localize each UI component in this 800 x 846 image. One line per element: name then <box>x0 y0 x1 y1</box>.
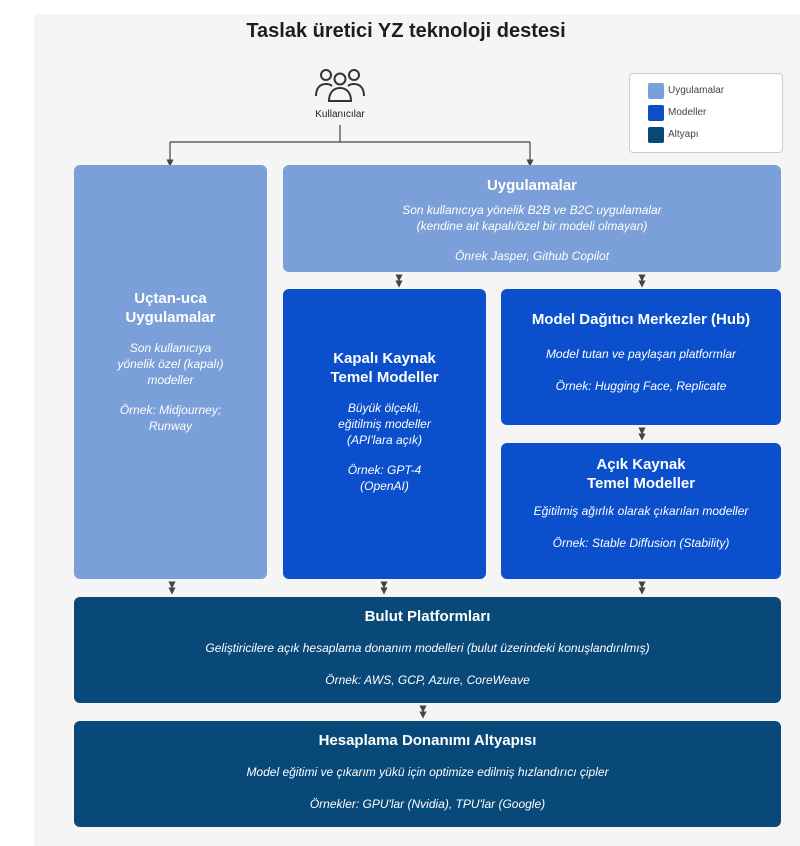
end-to-end-desc-1: Son kullanıcıya <box>129 341 212 355</box>
end-to-end-example-1: Örnek: Midjourney; <box>119 403 222 417</box>
users-label: Kullanıcılar <box>315 109 365 120</box>
model-hub-example: Örnek: Hugging Face, Replicate <box>555 379 727 393</box>
compute-hardware-desc: Model eğitimi ve çıkarım yükü için optim… <box>246 765 609 779</box>
model-hub-box: Model Dağıtıcı Merkezler (Hub) Model tut… <box>501 289 781 425</box>
end-to-end-desc-2: yönelik özel (kapalı) <box>117 357 224 371</box>
open-source-desc: Eğitilmiş ağırlık olarak çıkarılan model… <box>533 504 749 518</box>
users-node: Kullanıcılar <box>300 66 380 120</box>
compute-hardware-example: Örnekler: GPU'lar (Nvidia), TPU'lar (Goo… <box>309 797 546 811</box>
model-hub-desc: Model tutan ve paylaşan platformlar <box>545 347 737 361</box>
closed-source-example-2: (OpenAI) <box>360 479 409 493</box>
end-to-end-title-2: Uygulamalar <box>125 309 216 326</box>
legend-swatch-infrastructure <box>648 127 664 143</box>
end-to-end-apps-box: Uçtan-uca Uygulamalar Son kullanıcıya yö… <box>74 165 267 579</box>
legend-label-applications: Uygulamalar <box>668 85 725 96</box>
open-source-title-2: Temel Modeller <box>586 475 696 492</box>
cloud-platforms-box: Bulut Platformları Geliştiricilere açık … <box>74 597 781 703</box>
end-to-end-desc-3: modeller <box>147 373 194 387</box>
closed-source-title-1: Kapalı Kaynak <box>333 350 436 367</box>
compute-hardware-box: Hesaplama Donanımı Altyapısı Model eğiti… <box>74 721 781 827</box>
applications-box: Uygulamalar Son kullanıcıya yönelik B2B … <box>283 165 781 272</box>
closed-source-models-box: Kapalı Kaynak Temel Modeller Büyük ölçek… <box>283 289 486 579</box>
model-hub-title: Model Dağıtıcı Merkezler (Hub) <box>531 311 751 328</box>
legend-item-infrastructure <box>648 127 664 143</box>
closed-source-title-2: Temel Modeller <box>330 369 439 386</box>
cloud-platforms-example: Örnek: AWS, GCP, Azure, CoreWeave <box>325 673 530 687</box>
legend-label-infrastructure: Altyapı <box>668 129 699 140</box>
legend-item-models <box>648 105 664 121</box>
closed-source-desc-2: eğitilmiş modeller <box>338 417 431 431</box>
end-to-end-example-2: Runway <box>148 419 193 433</box>
legend: Uygulamalar Modeller Altyapı <box>629 73 783 153</box>
applications-desc-2: (kendine ait kapalı/özel bir modeli olma… <box>416 219 648 233</box>
legend-item-applications <box>648 83 664 99</box>
applications-desc-1: Son kullanıcıya yönelik B2B ve B2C uygul… <box>402 203 662 217</box>
open-source-title-1: Açık Kaynak <box>596 456 686 473</box>
cloud-platforms-desc: Geliştiricilere açık hesaplama donanım m… <box>205 641 650 655</box>
applications-title: Uygulamalar <box>486 177 578 194</box>
open-source-example: Örnek: Stable Diffusion (Stability) <box>552 536 730 550</box>
open-source-models-box: Açık Kaynak Temel Modeller Eğitilmiş ağı… <box>501 443 781 579</box>
closed-source-desc-3: (API'lara açık) <box>347 433 422 447</box>
legend-label-models: Modeller <box>668 107 707 118</box>
closed-source-desc-1: Büyük ölçekli, <box>347 401 422 415</box>
end-to-end-title-1: Uçtan-uca <box>134 290 207 307</box>
legend-swatch-applications <box>648 83 664 99</box>
diagram-title: Taslak üretici YZ teknoloji destesi <box>246 20 566 42</box>
applications-example: Önrek Jasper, Github Copilot <box>454 249 610 263</box>
legend-swatch-models <box>648 105 664 121</box>
closed-source-example-1: Örnek: GPT-4 <box>347 463 422 477</box>
cloud-platforms-title: Bulut Platformları <box>364 608 491 625</box>
users-icon <box>315 69 365 102</box>
compute-hardware-title: Hesaplama Donanımı Altyapısı <box>318 732 537 749</box>
